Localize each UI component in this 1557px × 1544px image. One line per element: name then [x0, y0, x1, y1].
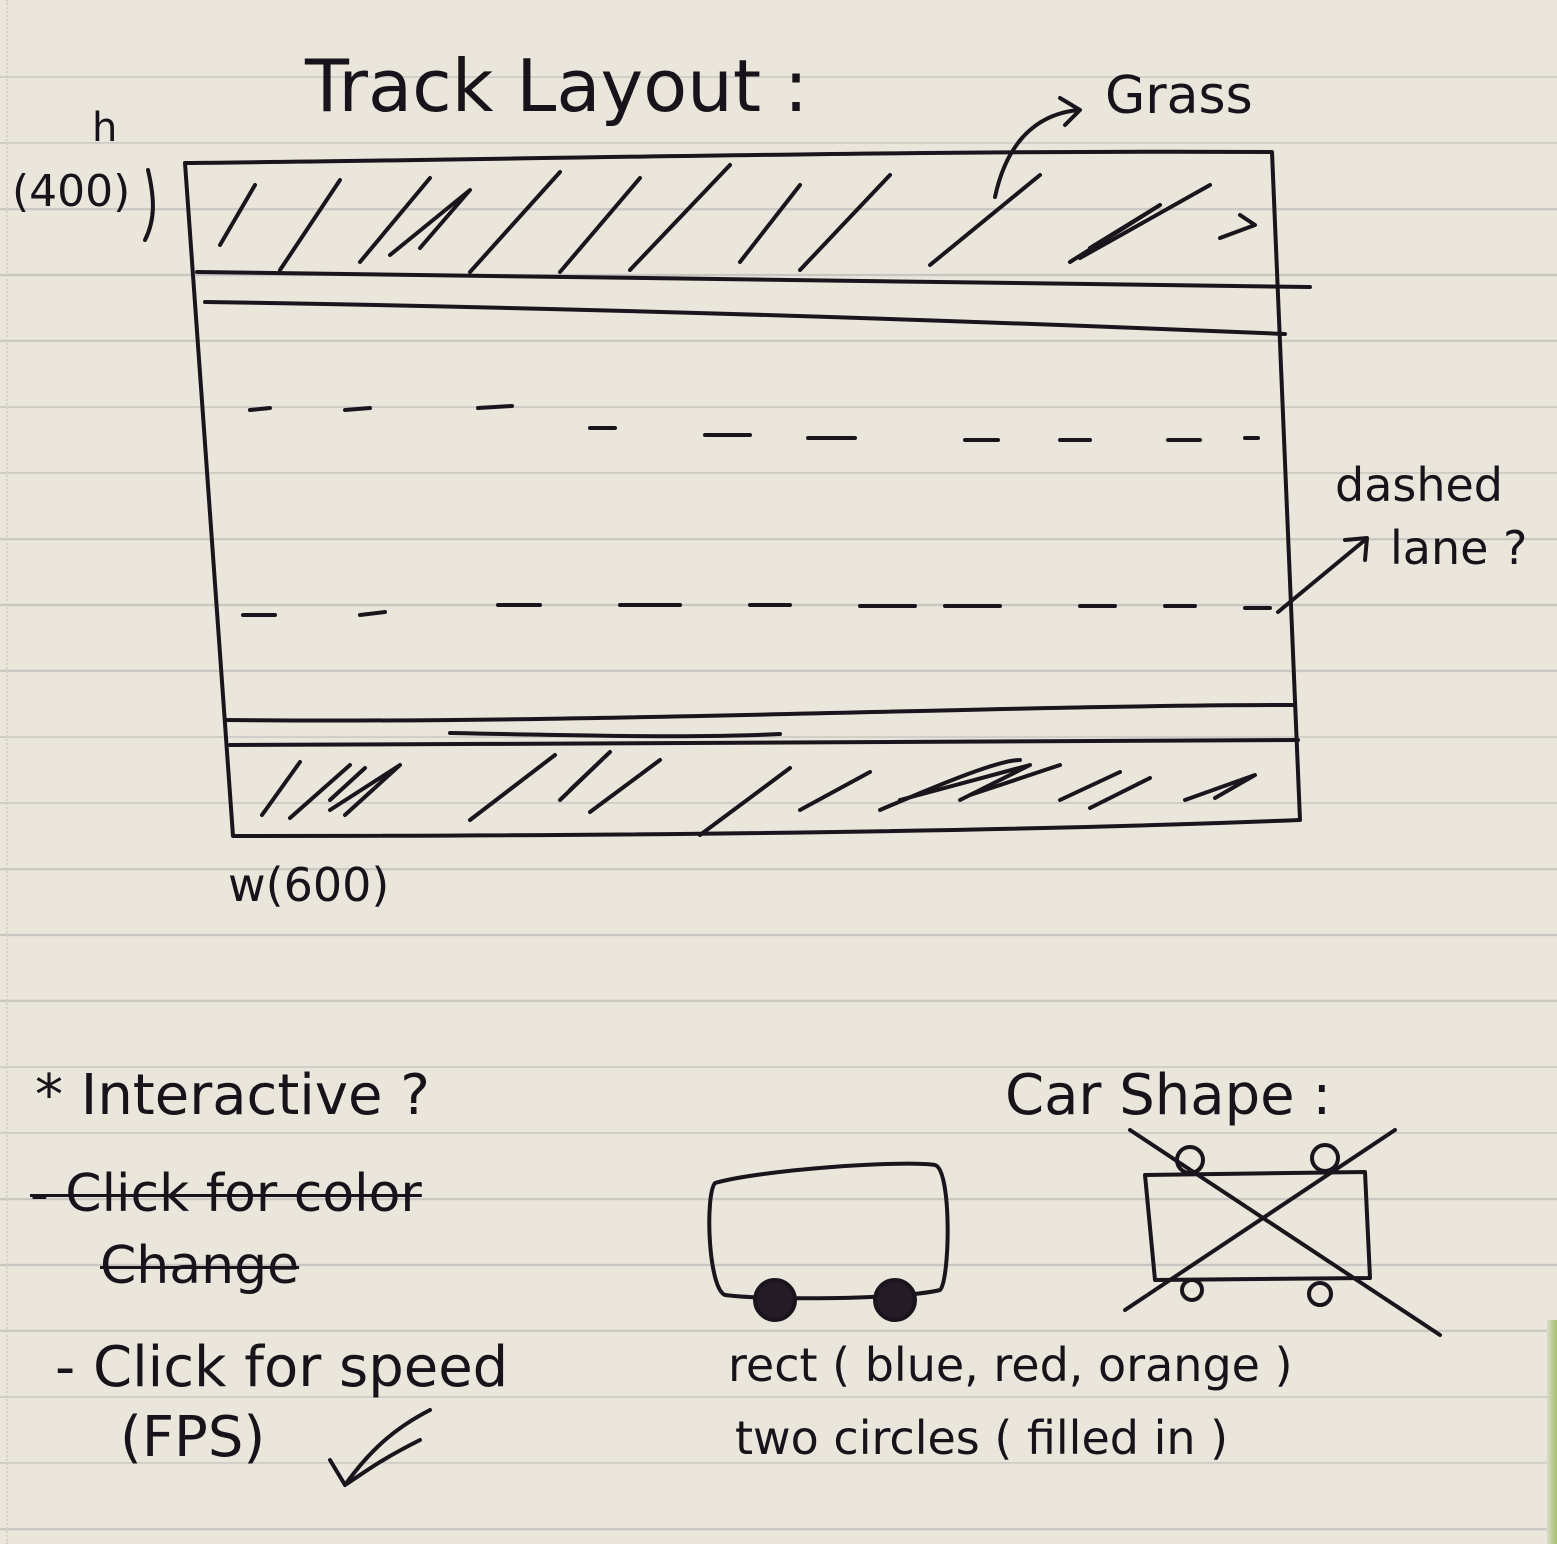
interactive-speed-item: - Click for speed	[55, 1335, 509, 1400]
top-grass-hatching	[218, 163, 1257, 274]
interactive-crossed-item-cont: Change	[100, 1236, 300, 1296]
perforated-edge	[6, 0, 10, 1544]
width-value-label: w(600)	[228, 858, 390, 912]
car-shape-rejected	[1123, 1128, 1442, 1337]
dashed-lane-lower	[241, 603, 1272, 617]
grass-arrowhead	[1058, 96, 1082, 127]
dashed-lane-label-line2: lane ?	[1390, 521, 1528, 575]
road-bottom-edge-2	[448, 731, 782, 739]
page-title: Track Layout :	[305, 44, 809, 128]
bottom-grass-boundary	[228, 738, 1300, 747]
bottom-grass-hatching	[260, 750, 1257, 837]
car-shape-desc-line2: two circles ( filled in )	[735, 1411, 1229, 1465]
dashed-lane-upper	[248, 404, 1260, 442]
grass-label: Grass	[1105, 66, 1253, 126]
top-grass-boundary	[195, 270, 1312, 289]
dashed-lane-arrow	[1276, 538, 1367, 614]
car-wheel-right	[873, 1278, 917, 1322]
dashed-lane-arrowhead	[1343, 536, 1369, 562]
road-bottom-edge	[223, 703, 1297, 723]
check-mark	[328, 1408, 432, 1487]
height-value-label: (400)	[12, 166, 131, 217]
car-shape-heading: Car Shape :	[1005, 1063, 1332, 1128]
height-label: h	[92, 105, 118, 151]
car-shape-chosen	[707, 1161, 950, 1322]
page-edge-shadow	[1547, 1320, 1557, 1544]
dashed-lane-label-line1: dashed	[1335, 458, 1504, 512]
track-outline	[183, 149, 1302, 838]
interactive-crossed-item: - Click for color	[30, 1164, 422, 1224]
interactive-speed-item-cont: (FPS)	[120, 1405, 266, 1470]
interactive-heading: * Interactive ?	[35, 1063, 430, 1128]
car-shape-desc-line1: rect ( blue, red, orange )	[728, 1338, 1293, 1392]
car-wheel-left	[753, 1278, 797, 1322]
height-bracket	[143, 168, 155, 242]
road-top-edge	[203, 300, 1287, 336]
grass-arrow	[993, 108, 1080, 199]
